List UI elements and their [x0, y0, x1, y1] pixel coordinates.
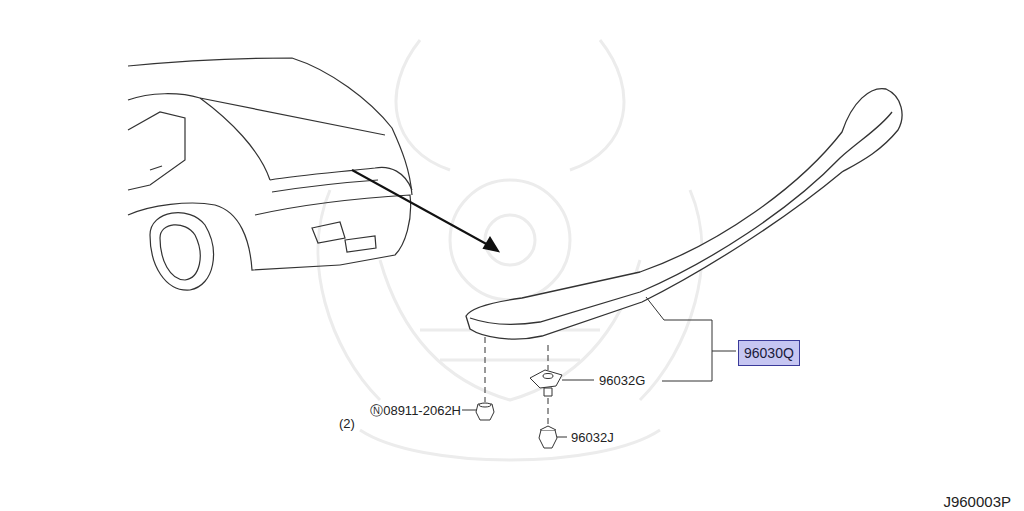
part-number: 96030Q — [744, 346, 794, 360]
rear-spoiler — [466, 89, 902, 339]
car-sketch — [128, 58, 412, 290]
pointer-arrow — [352, 170, 498, 251]
watermark-logo — [318, 40, 702, 460]
diagram-code: J960003P — [942, 494, 1012, 509]
part-number-box: 96030Q — [738, 340, 800, 366]
quantity-note: (2) — [338, 417, 356, 430]
fastener-parts — [476, 370, 562, 448]
callout-number: 96032G — [598, 374, 646, 387]
leader-lines — [462, 297, 736, 437]
callout-number: 96032J — [570, 431, 615, 444]
callout-number: Ⓝ08911-2062H — [369, 404, 462, 417]
